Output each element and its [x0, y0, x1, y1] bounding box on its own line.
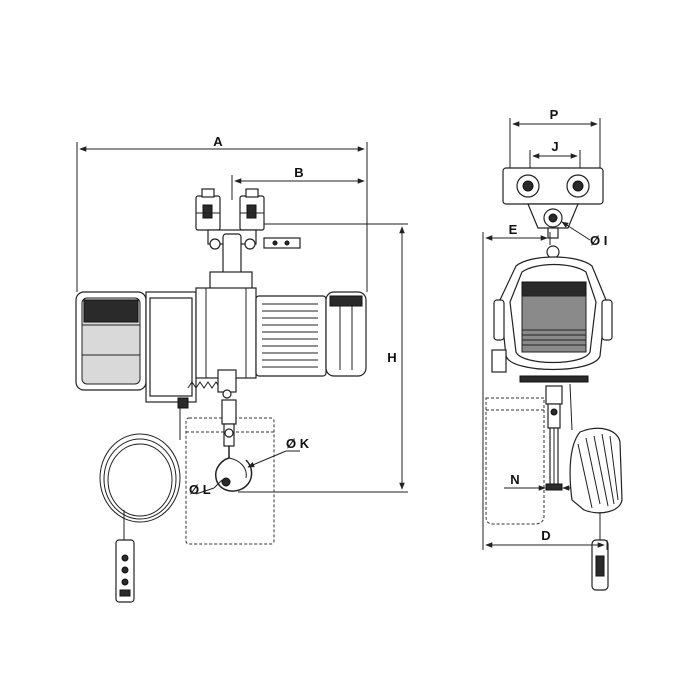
dimension-i: Ø I	[561, 221, 607, 248]
dim-label-k: Ø K	[286, 436, 310, 451]
dimension-e: E	[482, 222, 551, 550]
dim-label-e: E	[509, 222, 518, 237]
side-view: A B H	[75, 134, 408, 603]
dimension-h: H	[238, 223, 408, 493]
hoist-body-side	[75, 287, 367, 409]
front-view: P J Ø I	[482, 107, 623, 591]
dimension-l: Ø L	[189, 479, 223, 497]
dim-label-l: Ø L	[189, 482, 211, 497]
dim-label-h: H	[387, 350, 396, 365]
hoist-body-front	[491, 245, 613, 383]
hook-front	[545, 385, 563, 491]
dimension-a: A	[76, 134, 368, 292]
trolley-front	[502, 167, 604, 239]
chain-bag-front	[485, 397, 545, 525]
dim-label-n: N	[510, 472, 519, 487]
pendant-cable-side	[99, 406, 181, 540]
dim-label-a: A	[213, 134, 223, 149]
motor-fins	[262, 303, 318, 368]
dim-label-j: J	[551, 139, 558, 154]
pendant-cable-front	[569, 383, 623, 514]
dim-label-d: D	[541, 528, 550, 543]
dim-label-p: P	[550, 107, 559, 122]
dimension-d: D	[485, 528, 608, 550]
dimension-b: B	[231, 165, 368, 200]
dimension-j: J	[529, 139, 581, 170]
pendant-side	[115, 539, 135, 603]
dim-label-i: Ø I	[590, 233, 607, 248]
dimension-p: P	[509, 107, 601, 170]
dimension-k: Ø K	[247, 436, 310, 468]
hook-side	[214, 399, 253, 492]
dim-label-b: B	[294, 165, 303, 180]
front-grille	[522, 329, 586, 346]
trolley-side	[195, 188, 301, 293]
dimension-n: N	[504, 472, 575, 491]
pendant-front	[591, 512, 609, 591]
